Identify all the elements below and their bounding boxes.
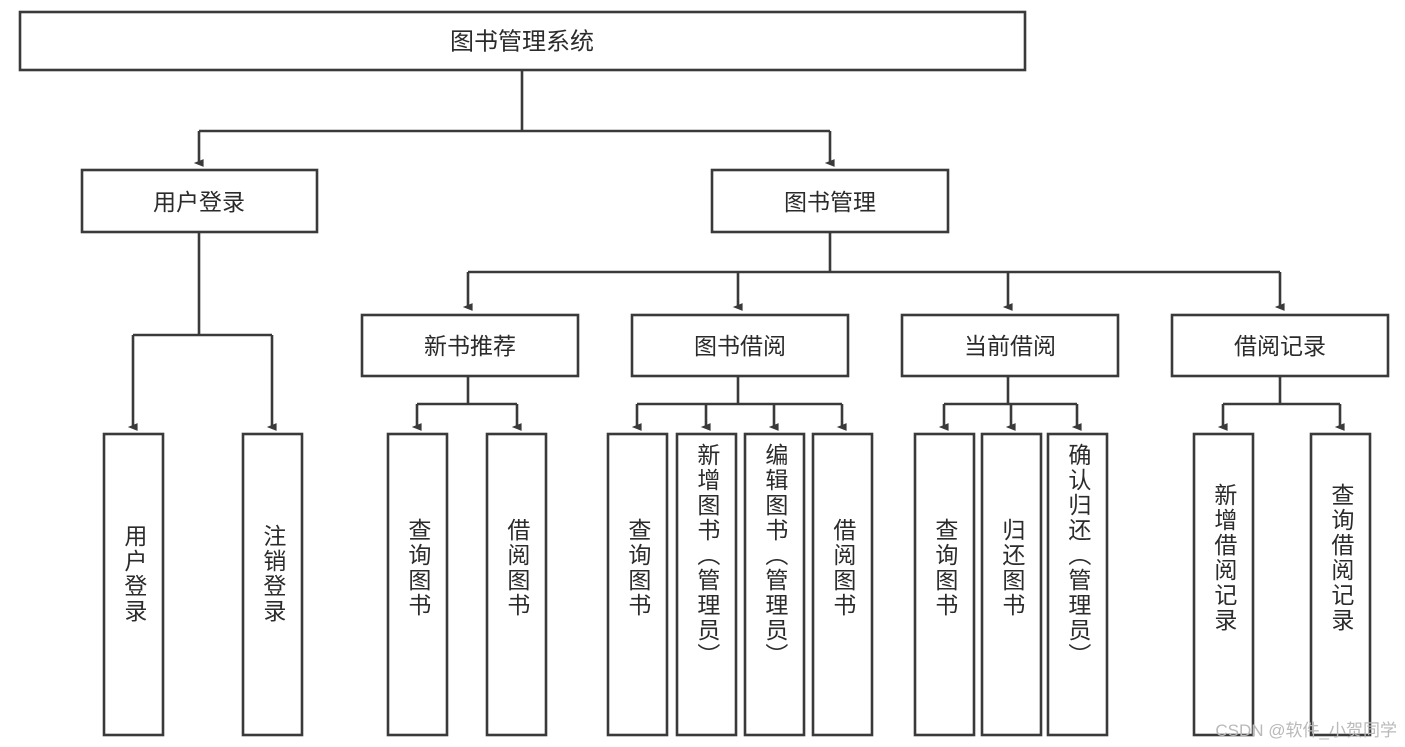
node-new-book-rec-box[interactable] [360, 313, 580, 378]
leaves-layer [102, 432, 1372, 737]
node-borrow-record-label: 借阅记录 [1234, 333, 1326, 359]
nodes-layer: 图书管理系统 用户登录 图书管理 新书推荐 图书借阅 当前借阅 借阅记录 [18, 10, 1390, 378]
leaf-add-record-box[interactable] [1192, 432, 1255, 737]
node-current-borrow-label: 当前借阅 [964, 333, 1056, 359]
node-current-borrow-box[interactable] [900, 313, 1120, 378]
node-book-borrow-label: 图书借阅 [694, 333, 786, 359]
leaf-add-book-box[interactable] [675, 432, 738, 737]
leaf-borrow-book-2-box[interactable] [811, 432, 874, 737]
leaf-return-book-box[interactable] [980, 432, 1043, 737]
edges-layer [127, 70, 1345, 431]
node-user-login-box[interactable] [80, 168, 319, 234]
leaf-user-login-box[interactable] [102, 432, 165, 737]
node-root-label: 图书管理系统 [450, 29, 594, 56]
node-book-borrow-box[interactable] [630, 313, 850, 378]
leaf-borrow-book-1-box[interactable] [485, 432, 548, 737]
leaf-logout-box[interactable] [241, 432, 304, 737]
node-book-manage-label: 图书管理 [784, 189, 876, 215]
leaf-edit-book-box[interactable] [743, 432, 806, 737]
node-borrow-record-box[interactable] [1170, 313, 1390, 378]
leaf-query-record-box[interactable] [1309, 432, 1372, 737]
node-book-manage-box[interactable] [710, 168, 950, 234]
node-root-box[interactable] [18, 10, 1027, 72]
node-user-login-label: 用户登录 [153, 189, 245, 215]
leaf-query-book-3-box[interactable] [913, 432, 976, 737]
watermark-text: CSDN @软件_小贺同学 [1215, 721, 1397, 740]
leaf-confirm-return-box[interactable] [1046, 432, 1109, 737]
node-new-book-rec-label: 新书推荐 [424, 333, 516, 359]
leaf-query-book-1-box[interactable] [386, 432, 449, 737]
leaf-query-book-2-box[interactable] [606, 432, 669, 737]
